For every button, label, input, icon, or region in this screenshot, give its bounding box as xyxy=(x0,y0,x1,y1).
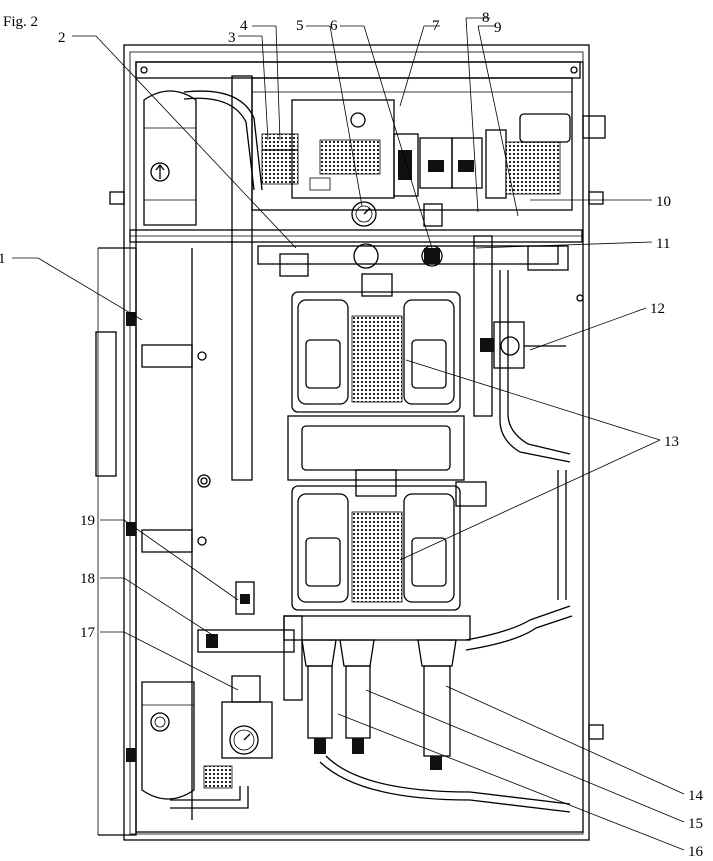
callout-11: 11 xyxy=(656,236,670,252)
electrical-panel xyxy=(129,77,606,243)
callout-14: 14 xyxy=(688,788,704,804)
valve-assembly xyxy=(480,321,566,369)
lower-compressor xyxy=(291,469,487,611)
vertical-din-rail xyxy=(231,75,253,481)
callout-19: 19 xyxy=(80,513,95,529)
callout-13: 13 xyxy=(664,434,679,450)
lower-tank xyxy=(141,681,195,800)
callout-5: 5 xyxy=(296,18,304,34)
vertical-din-rail-right xyxy=(473,235,493,417)
callout-18: 18 xyxy=(80,571,95,587)
callout-3: 3 xyxy=(228,30,236,46)
callout-16: 16 xyxy=(688,844,704,860)
callout-7: 7 xyxy=(432,18,440,34)
air-tubing xyxy=(183,90,573,813)
regulator-assembly xyxy=(170,581,295,809)
callout-4: 4 xyxy=(240,18,248,34)
callout-17: 17 xyxy=(80,625,96,641)
enclosure-door xyxy=(95,247,211,836)
callout-10: 10 xyxy=(656,194,671,210)
callout-1: 1 xyxy=(0,251,6,267)
upper-compressor xyxy=(291,273,461,413)
callout-8: 8 xyxy=(482,10,490,26)
upper-tank xyxy=(143,90,197,226)
filter-assembly xyxy=(283,615,471,770)
callout-labels: 1 2 3 4 5 6 7 8 9 10 11 12 13 14 15 16 1… xyxy=(0,10,704,860)
callout-6: 6 xyxy=(330,18,338,34)
leader-lines xyxy=(12,17,685,851)
callout-9: 9 xyxy=(494,20,502,36)
upper-manifold xyxy=(257,201,569,277)
callout-12: 12 xyxy=(650,301,665,317)
callout-15: 15 xyxy=(688,816,703,832)
figure-label: Fig. 2 xyxy=(3,14,38,30)
callout-2: 2 xyxy=(58,30,66,46)
